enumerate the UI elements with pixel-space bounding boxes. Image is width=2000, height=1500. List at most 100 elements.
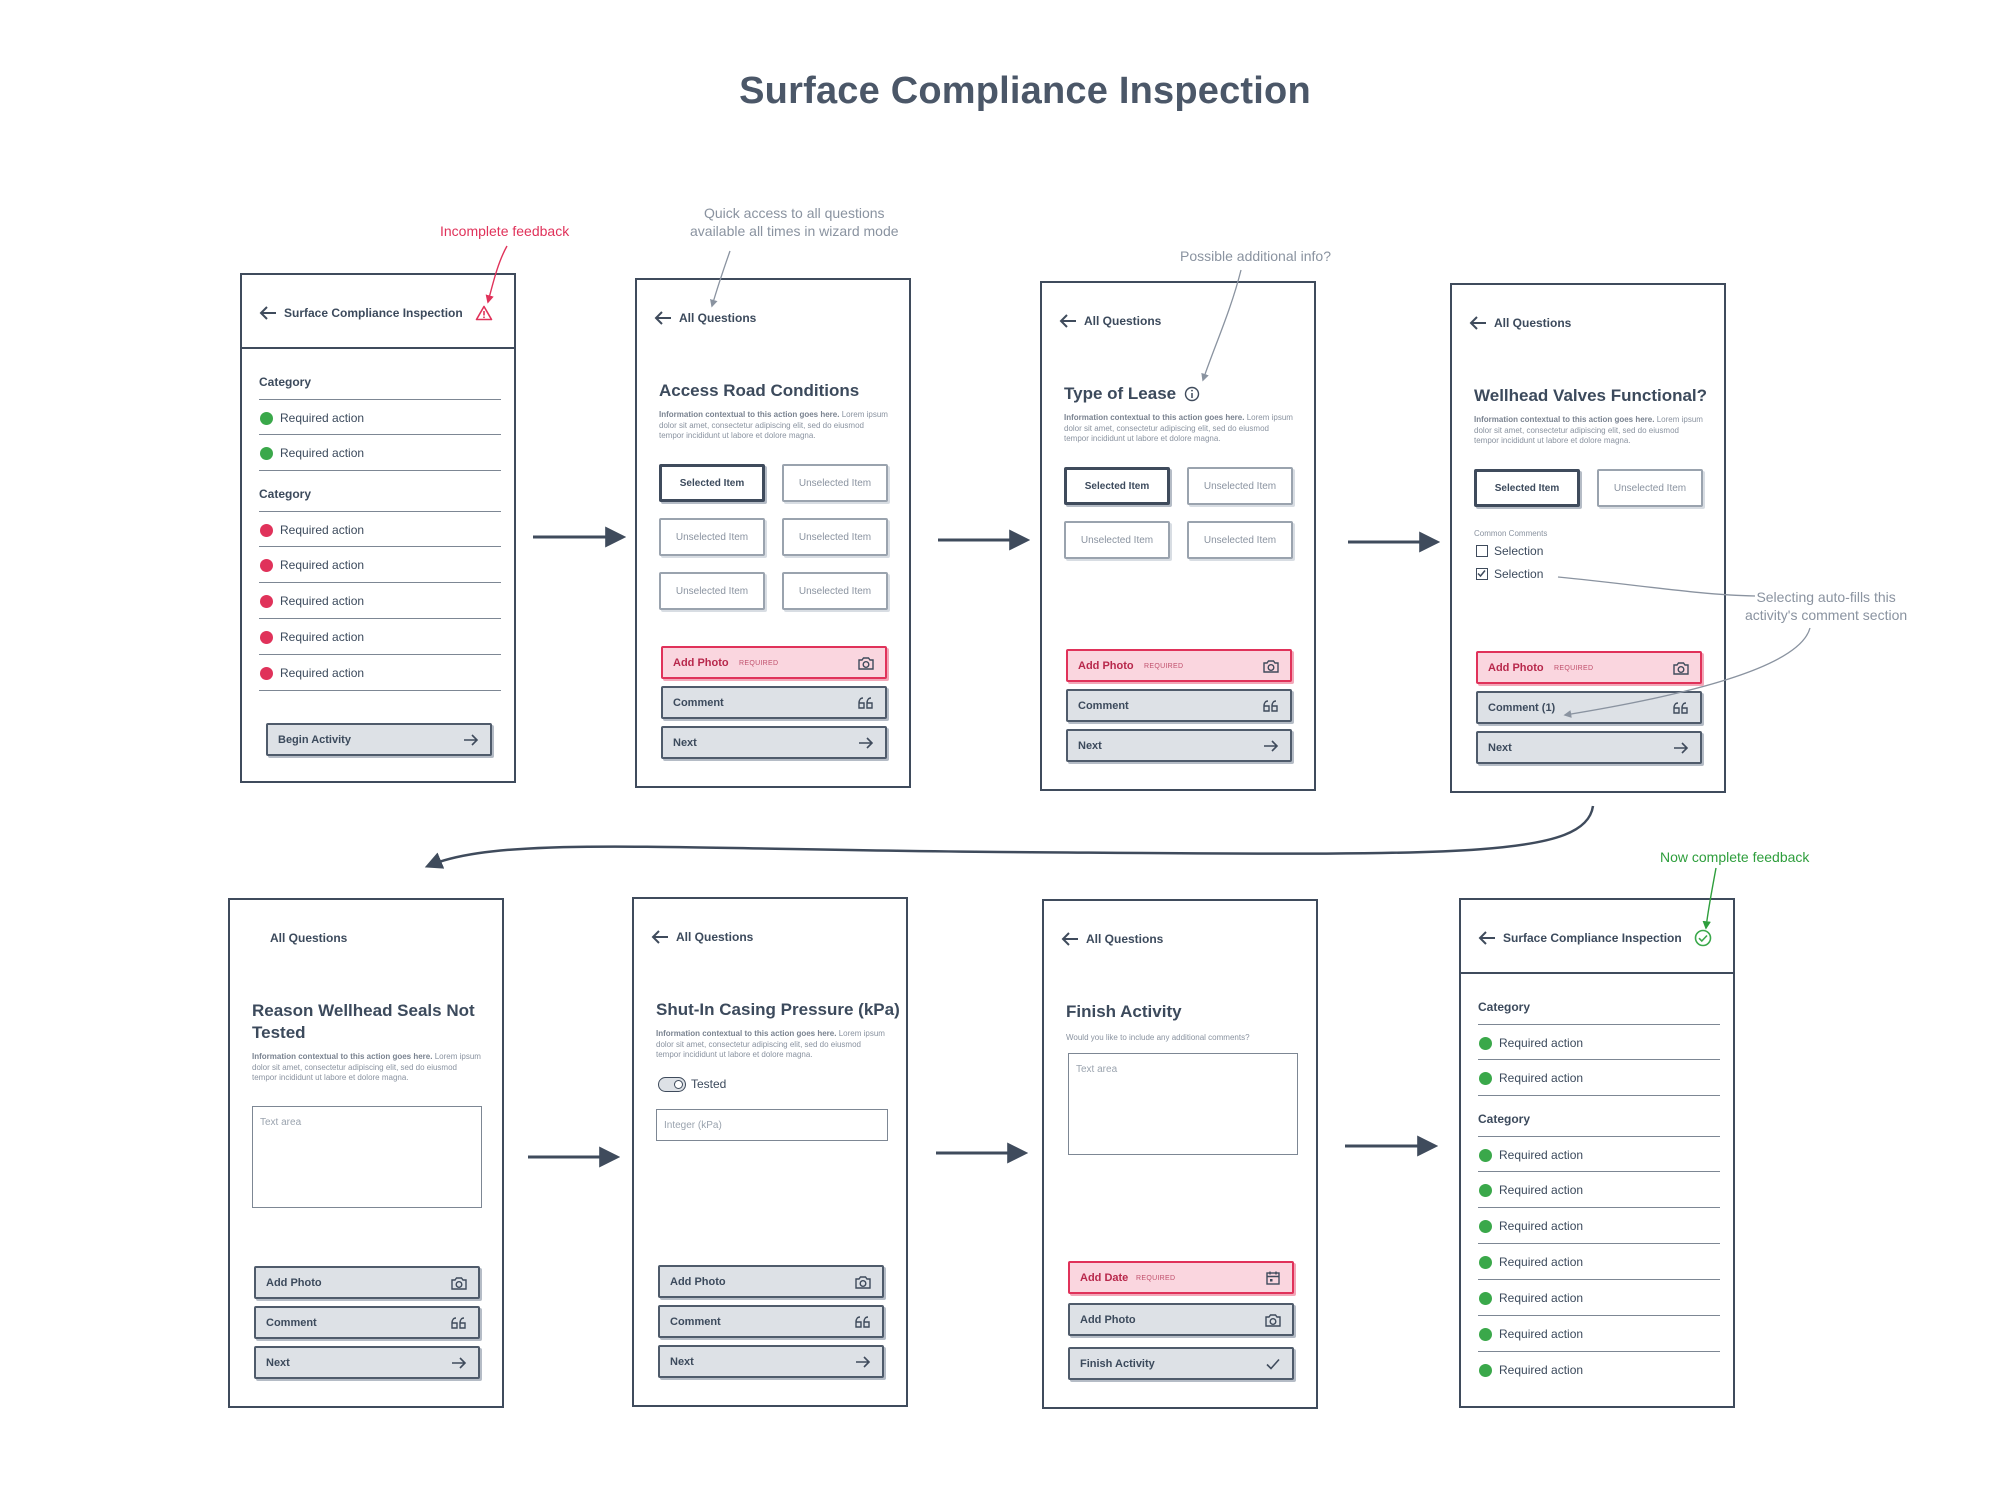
button-label: Add Photo [670, 1276, 726, 1288]
all-questions-link[interactable]: All Questions [1060, 927, 1163, 951]
back-arrow-icon[interactable] [1468, 315, 1488, 331]
option-unselected[interactable]: Unselected Item [1597, 469, 1703, 507]
category-heading: Category [259, 487, 312, 501]
back-arrow-icon[interactable] [1058, 313, 1078, 329]
next-button[interactable]: Next [254, 1346, 480, 1379]
note-incomplete-feedback: Incomplete feedback [440, 223, 570, 239]
add-photo-button[interactable]: Add Photo REQUIRED [1476, 651, 1702, 684]
status-incomplete-dot [260, 595, 273, 608]
status-complete-dot [1479, 1037, 1492, 1050]
option-unselected[interactable]: Unselected Item [659, 518, 765, 556]
reason-text-area[interactable]: Text area [252, 1106, 482, 1208]
comment-button[interactable]: Comment (1) [1476, 691, 1702, 724]
back-arrow-icon[interactable] [258, 305, 278, 321]
tested-toggle[interactable] [658, 1077, 686, 1092]
list-item[interactable]: Required action [259, 619, 501, 655]
page-title: Surface Compliance Inspection [739, 70, 1311, 112]
button-label: Comment (1) [1488, 702, 1556, 714]
list-item-label: Required action [280, 558, 365, 572]
option-selected[interactable]: Selected Item [1474, 469, 1580, 507]
info-icon[interactable] [1184, 386, 1200, 402]
list-item[interactable]: Required action [1478, 1024, 1720, 1060]
comment-button[interactable]: Comment [254, 1306, 480, 1339]
button-label: Comment [673, 697, 724, 709]
finish-activity-button[interactable]: Finish Activity [1068, 1347, 1294, 1380]
list-item-label: Required action [1499, 1036, 1584, 1050]
screen-header[interactable]: Surface Compliance Inspection [258, 301, 493, 325]
comment-button[interactable]: Comment [658, 1305, 884, 1338]
add-date-button[interactable]: Add Date REQUIRED [1068, 1261, 1294, 1294]
comment-button[interactable]: Comment [1066, 689, 1292, 722]
flow-arrow-wrap [424, 805, 1595, 869]
list-item-label: Required action [280, 411, 365, 425]
button-label: Next [670, 1356, 694, 1368]
all-questions-link[interactable]: All Questions [650, 925, 753, 949]
selection-label: Selection [1494, 567, 1544, 581]
list-item[interactable]: Required action [1478, 1136, 1720, 1172]
screen-header[interactable]: Surface Compliance Inspection [1477, 926, 1712, 950]
list-item[interactable]: Required action [259, 655, 501, 691]
option-unselected[interactable]: Unselected Item [782, 464, 888, 502]
selection-checkbox-checked[interactable] [1476, 568, 1488, 580]
add-photo-button[interactable]: Add Photo [658, 1265, 884, 1298]
back-arrow-icon[interactable] [1477, 930, 1497, 946]
comments-text-area[interactable]: Text area [1068, 1053, 1298, 1155]
screen-type-of-lease: All Questions Type of Lease Information … [1040, 281, 1316, 791]
comment-button[interactable]: Comment [661, 686, 887, 719]
option-selected[interactable]: Selected Item [659, 464, 765, 502]
option-unselected[interactable]: Unselected Item [1064, 521, 1170, 559]
list-item[interactable]: Required action [1478, 1316, 1720, 1352]
next-button[interactable]: Next [658, 1345, 884, 1378]
header-title: Surface Compliance Inspection [1503, 931, 1682, 945]
screen-reason-wellhead-seals: All Questions Reason Wellhead Seals Not … [228, 898, 504, 1408]
arrow-right-icon [1674, 742, 1689, 754]
arrow-right-icon [464, 734, 479, 746]
screen-access-road-conditions: All Questions Access Road Conditions Inf… [635, 278, 911, 788]
list-item[interactable]: Required action [1478, 1352, 1720, 1388]
selection-checkbox-unchecked[interactable] [1476, 545, 1488, 557]
list-item-label: Required action [1499, 1291, 1584, 1305]
option-unselected[interactable]: Unselected Item [782, 518, 888, 556]
begin-activity-button[interactable]: Begin Activity [266, 723, 492, 756]
list-item[interactable]: Required action [1478, 1060, 1720, 1096]
option-unselected[interactable]: Unselected Item [782, 572, 888, 610]
list-item[interactable]: Required action [1478, 1280, 1720, 1316]
list-item[interactable]: Required action [1478, 1172, 1720, 1208]
question-title: Wellhead Valves Functional? [1474, 386, 1708, 405]
list-item[interactable]: Required action [259, 547, 501, 583]
add-photo-button[interactable]: Add Photo [1068, 1303, 1294, 1336]
all-questions-link[interactable]: All Questions [270, 926, 347, 950]
back-arrow-icon[interactable] [650, 929, 670, 945]
list-item[interactable]: Required action [1478, 1208, 1720, 1244]
toggle-knob [674, 1079, 683, 1089]
back-arrow-icon[interactable] [1060, 931, 1080, 947]
quote-icon [855, 1316, 870, 1328]
screen-finish-activity: All Questions Finish Activity Would you … [1042, 899, 1318, 1409]
status-incomplete-dot [260, 524, 273, 537]
add-photo-button[interactable]: Add Photo REQUIRED [661, 646, 887, 679]
option-unselected[interactable]: Unselected Item [659, 572, 765, 610]
button-label: Next [266, 1357, 290, 1369]
status-complete-dot [1479, 1184, 1492, 1197]
note-autofill: Selecting auto-fills this activity's com… [1745, 589, 1908, 623]
option-selected[interactable]: Selected Item [1064, 467, 1170, 505]
option-unselected[interactable]: Unselected Item [1187, 521, 1293, 559]
next-button[interactable]: Next [661, 726, 887, 759]
list-item[interactable]: Required action [1478, 1244, 1720, 1280]
integer-placeholder: Integer (kPa) [664, 1120, 722, 1131]
next-button[interactable]: Next [1066, 729, 1292, 762]
back-arrow-icon[interactable] [653, 310, 673, 326]
list-item[interactable]: Required action [259, 583, 501, 619]
next-button[interactable]: Next [1476, 731, 1702, 764]
list-item[interactable]: Required action [259, 399, 501, 435]
all-questions-link[interactable]: All Questions [653, 306, 756, 330]
add-photo-button[interactable]: Add Photo REQUIRED [1066, 649, 1292, 682]
all-questions-link[interactable]: All Questions [1468, 311, 1571, 335]
integer-kpa-input[interactable]: Integer (kPa) [656, 1109, 888, 1141]
option-unselected[interactable]: Unselected Item [1187, 467, 1293, 505]
list-item[interactable]: Required action [259, 511, 501, 547]
add-photo-button[interactable]: Add Photo [254, 1266, 480, 1299]
annotation-pointer [710, 250, 731, 308]
all-questions-link[interactable]: All Questions [1058, 309, 1161, 333]
list-item[interactable]: Required action [259, 435, 501, 471]
